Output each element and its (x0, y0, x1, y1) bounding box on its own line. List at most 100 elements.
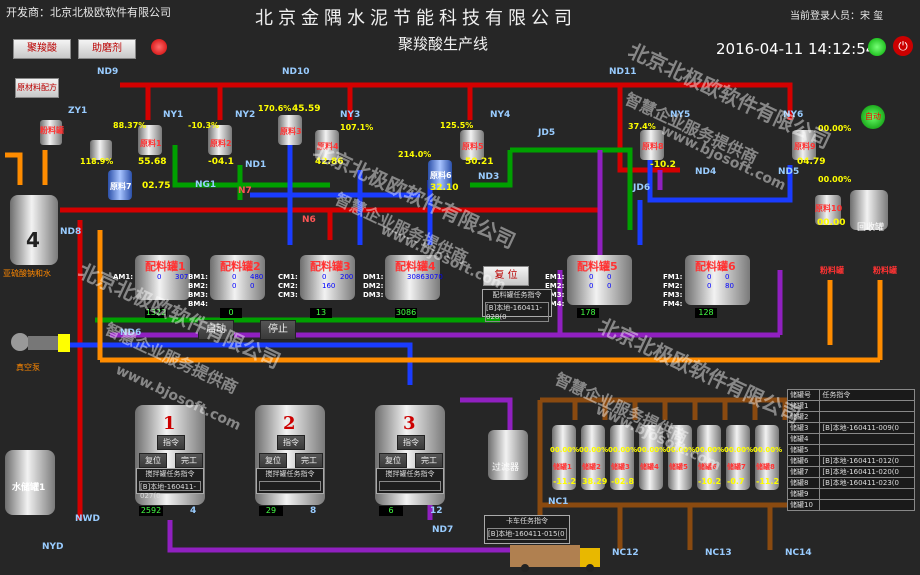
valve-label: NC12 (612, 548, 639, 558)
level-pct: 118.9% (80, 157, 114, 166)
reactor-command-button[interactable]: 指令 (157, 435, 185, 450)
reactor-done-button[interactable]: 完工 (295, 453, 323, 468)
truck-task-title: 卡车任务指令 (506, 517, 548, 525)
tab-polycarboxylate[interactable]: 聚羧酸 (13, 39, 71, 59)
storage-pct: 00.00% (724, 446, 754, 454)
storage-pct: 00.00% (608, 446, 638, 454)
table-row[interactable]: 储罐2 (786, 411, 915, 423)
table-row[interactable]: 储罐6[B]本地-160411-012(0 (786, 455, 915, 467)
storage-tank-name[interactable]: 储罐3 (611, 463, 630, 471)
raw-tank-1[interactable]: 原料1 (140, 139, 162, 148)
storage-tank-name[interactable]: 储罐1 (553, 463, 572, 471)
weight-value: -10.2 (650, 160, 676, 170)
weight-value: 04.79 (797, 157, 826, 167)
storage-tank-name[interactable]: 储罐4 (640, 463, 659, 471)
reactor-task-title: 搅拌罐任务指令 (385, 470, 435, 478)
mix-tank-name[interactable]: 配料罐4 (395, 260, 436, 273)
storage-pct: 00.00% (579, 446, 609, 454)
stop-button[interactable]: 停止 (260, 320, 296, 340)
mix-tank-name[interactable]: 配料罐2 (220, 260, 261, 273)
mix-tank-value: 0 (250, 282, 255, 290)
sulfite-label: 亚硫酸钠和水 (3, 269, 51, 278)
table-cell (819, 411, 915, 423)
powder-tank[interactable]: 粉料罐 (40, 126, 64, 135)
storage-tank-name[interactable]: 储罐5 (669, 463, 688, 471)
mix-tank-value: 0 (725, 273, 730, 281)
weight-value: 55.68 (138, 157, 167, 167)
level-pct: 107.1% (340, 123, 374, 132)
caustic-tank[interactable]: 粉料罐 (820, 266, 844, 275)
mix-tank-name[interactable]: 配料罐5 (577, 260, 618, 273)
storage-tank-name[interactable]: 储罐7 (727, 463, 746, 471)
storage-tank-name[interactable]: 储罐8 (756, 463, 775, 471)
mix-tank-name[interactable]: 配料罐3 (310, 260, 351, 273)
table-header: 任务指令 (819, 389, 915, 401)
storage-tank-name[interactable]: 储罐2 (582, 463, 601, 471)
table-cell (819, 400, 915, 412)
mix-tank-value: 0 (589, 273, 594, 281)
valve-label: ND8 (60, 227, 82, 237)
weight-value: 32.10 (430, 183, 459, 193)
storage-tank-name[interactable]: 储罐6 (698, 463, 717, 471)
raw-tank-9[interactable]: 原料9 (794, 142, 816, 151)
valve-label: NWD (75, 514, 100, 524)
storage-pct: 00.00% (637, 446, 667, 454)
table-cell: 储罐4 (786, 433, 821, 445)
reactor-reset-button[interactable]: 复位 (139, 453, 167, 468)
auto-button[interactable]: 自动 (861, 105, 885, 129)
reactor-done-button[interactable]: 完工 (415, 453, 443, 468)
mix-tank-row-label: DM3: (363, 291, 384, 299)
power-icon[interactable]: ⏻ (893, 36, 913, 56)
mix-reset-button[interactable]: 复 位 (483, 266, 529, 286)
raw-formula-button[interactable]: 原材料配方 (15, 78, 59, 98)
reactor-task-title: 搅拌罐任务指令 (265, 470, 315, 478)
mix-tank-value: 3070 (175, 273, 193, 281)
table-row[interactable]: 储罐7[B]本地-160411-020(0 (786, 466, 915, 478)
mix-task-panel: 配料罐任务指令 [B]本地-160411-028(0 (482, 289, 552, 322)
reactor-reset-button[interactable]: 复位 (379, 453, 407, 468)
start-button[interactable]: 启动 (198, 320, 234, 340)
reactor-number: 1 (163, 413, 176, 434)
raw-tank-3[interactable]: 原料3 (280, 127, 302, 136)
tab-grinding-aid[interactable]: 助磨剂 (78, 39, 136, 59)
table-row[interactable]: 储罐8[B]本地-160411-023(0 (786, 477, 915, 489)
raw-tank-2[interactable]: 原料2 (210, 139, 232, 148)
reactor-valve-label: 12 (430, 506, 443, 516)
raw-tank-4[interactable]: 原料4 (317, 142, 339, 151)
mix-tank-name[interactable]: 配料罐6 (695, 260, 736, 273)
mix-tank-value: 3086 (407, 273, 425, 281)
caustic-tank-2[interactable]: 粉料罐 (873, 266, 897, 275)
table-row[interactable]: 储罐9 (786, 488, 915, 500)
mix-tank-value: 0 (607, 282, 612, 290)
reactor-reset-button[interactable]: 复位 (259, 453, 287, 468)
reactor-done-button[interactable]: 完工 (175, 453, 203, 468)
table-row[interactable]: 储罐10 (786, 499, 915, 511)
raw-tank-7[interactable]: 原料7 (110, 182, 132, 191)
run-status-indicator (868, 38, 886, 56)
storage-tank-body (639, 425, 663, 490)
valve-label: ND4 (695, 167, 717, 177)
raw-tank-6[interactable]: 原料6 (430, 171, 452, 180)
table-cell (819, 433, 915, 445)
mix-tank-name[interactable]: 配料罐1 (145, 260, 186, 273)
raw-tank-5[interactable]: 原料5 (462, 142, 484, 151)
table-row[interactable]: 储罐5 (786, 444, 915, 456)
storage-value: -11.2 (756, 477, 780, 486)
alarm-indicator[interactable] (151, 39, 167, 55)
raw-tank-10[interactable]: 原料10 (815, 204, 843, 213)
valve-label: ND11 (609, 67, 637, 77)
water-tank-label: 水储罐1 (12, 483, 46, 493)
raw-tank-8[interactable]: 原料8 (642, 142, 664, 151)
table-row[interactable]: 储罐1 (786, 400, 915, 412)
table-row[interactable]: 储罐3[B]本地-160411-009(0 (786, 422, 915, 434)
table-row[interactable]: 储罐4 (786, 433, 915, 445)
reactor-command-button[interactable]: 指令 (397, 435, 425, 450)
reactor-display: 29 (259, 506, 283, 516)
storage-pct: 00.00% (550, 446, 580, 454)
reactor-command-button[interactable]: 指令 (277, 435, 305, 450)
mix-tank-row-label: CM2: (278, 282, 298, 290)
mix-tank-row-label: BM3: (188, 291, 208, 299)
mix-tank-row-label: DM1: (363, 273, 384, 281)
